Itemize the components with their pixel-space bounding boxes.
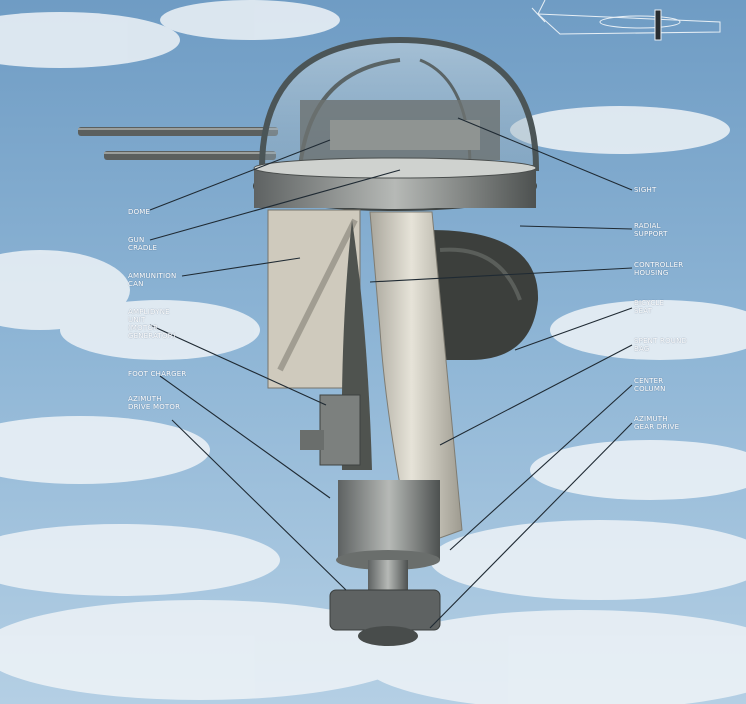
label-controller-housing: CONTROLLER HOUSING [634, 261, 684, 277]
label-ammunition-can: AMMUNITION CAN [128, 272, 177, 288]
amplidyne-unit [319, 394, 361, 466]
label-radial-support: RADIAL SUPPORT [634, 222, 668, 238]
leader-center-column [449, 384, 633, 551]
label-dome: DOME [128, 208, 151, 216]
label-spent-round-bag: SPENT ROUND BAG [634, 337, 688, 353]
label-azimuth-gear-drive: AZIMUTH GEAR DRIVE [634, 415, 680, 431]
leader-azimuth-gear-drive [429, 422, 633, 629]
label-azimuth-drive-motor: AZIMUTH DRIVE MOTOR [128, 395, 181, 411]
leader-controller-housing [369, 267, 633, 283]
spent-round-bag [369, 211, 463, 549]
label-amplidyne-unit: AMPLIDYNE UNIT (MOTOR GENERATOR) [128, 308, 176, 340]
leader-amplidyne-unit [149, 324, 327, 406]
center-column [338, 480, 440, 560]
turret-dome [258, 36, 540, 171]
leader-lines [149, 117, 633, 629]
label-center-column: CENTER COLUMN [634, 377, 666, 393]
label-gun-cradle: GUN CRADLE [128, 236, 158, 252]
label-foot-charger: FOOT CHARGER [128, 370, 187, 378]
label-sight: SIGHT [634, 186, 657, 194]
leader-azimuth-drive-motor [171, 419, 347, 591]
leader-gun-cradle [149, 169, 401, 241]
aircraft-inset-icon [531, 0, 721, 41]
leader-radial-support [519, 225, 633, 230]
leader-spent-round-bag [439, 344, 633, 446]
leader-sight [457, 117, 633, 191]
leader-foot-charger [159, 375, 331, 499]
leader-bicycle-seat [514, 307, 633, 351]
leader-ammunition-can [181, 257, 301, 277]
azimuth-gear-drive [329, 589, 441, 631]
bicycle-seat-cushion [430, 230, 539, 360]
machine-guns [78, 127, 278, 160]
leader-dome [149, 139, 331, 211]
label-bicycle-seat: BICYCLE SEAT [634, 299, 665, 315]
